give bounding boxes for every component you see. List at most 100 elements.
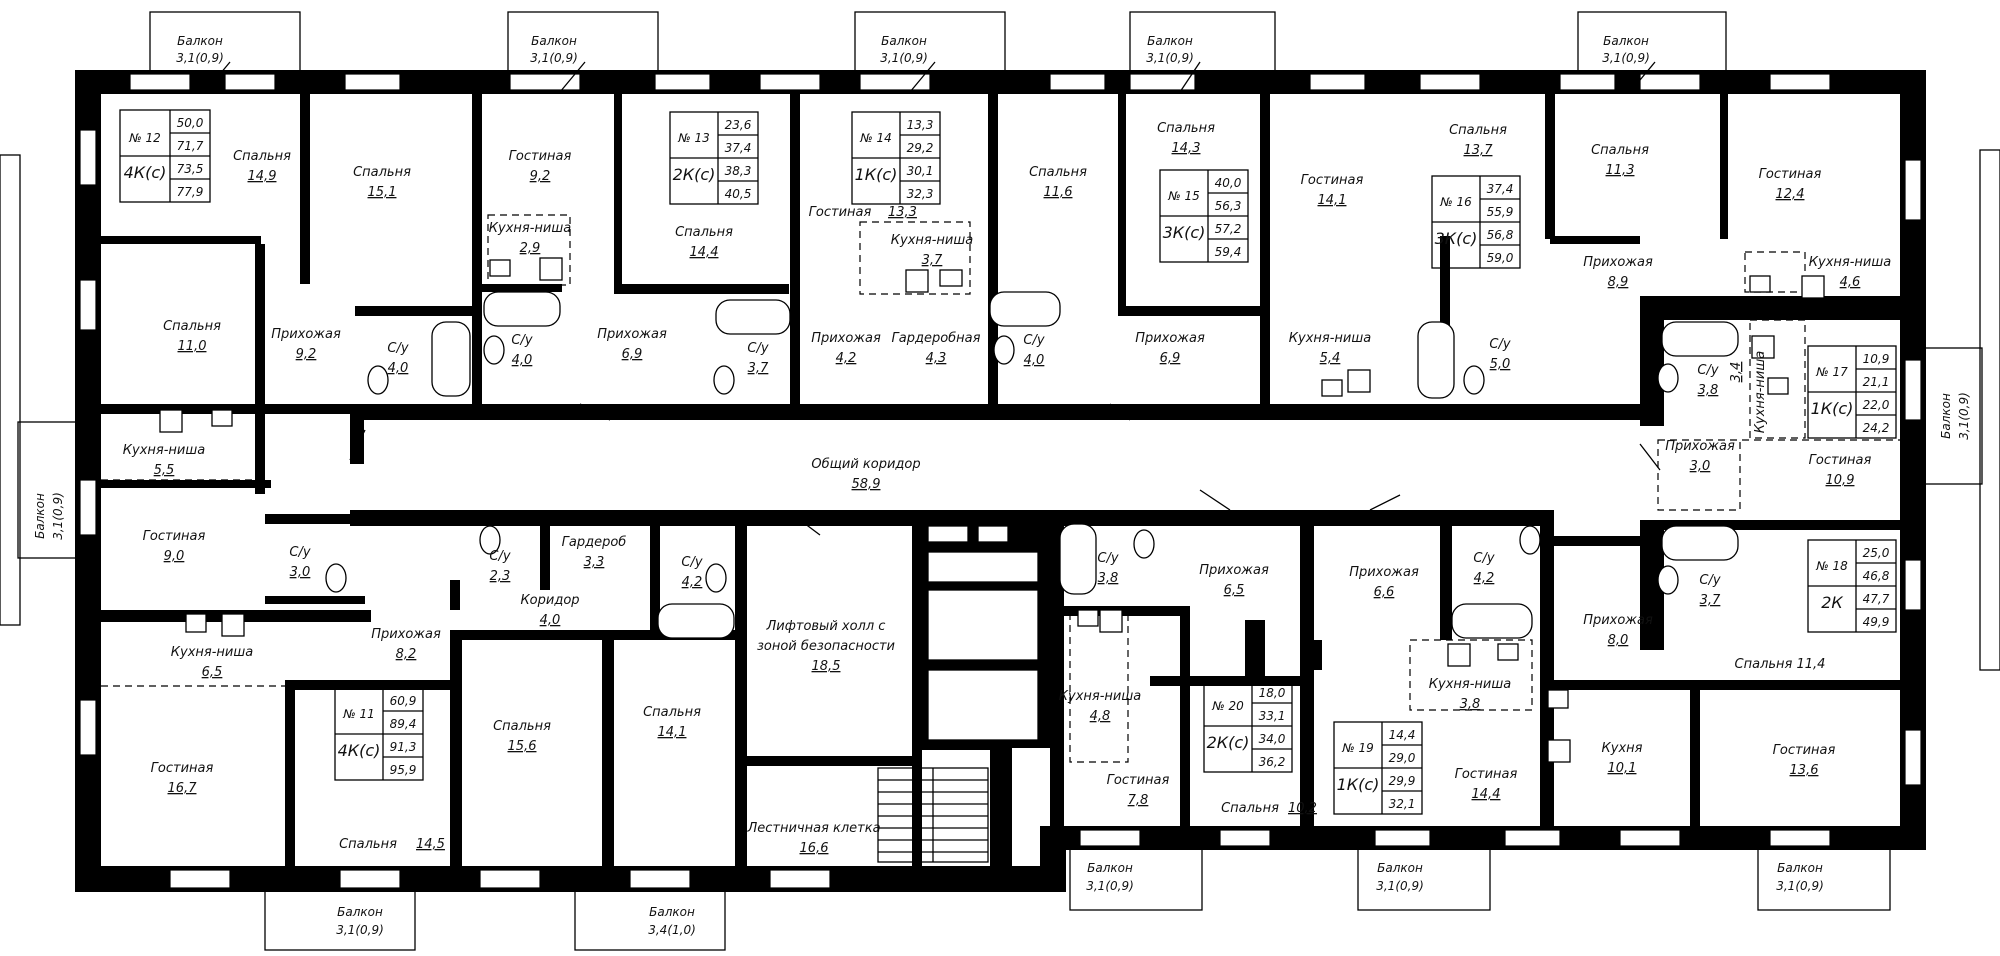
- room-name: Коридор: [520, 593, 579, 608]
- apartment-card-20: № 20 2К(с) 18,0 33,1 34,0 36,2: [1203, 679, 1293, 773]
- apartment-area: 73,5: [177, 162, 204, 176]
- room-area: 13,7: [1464, 143, 1494, 158]
- room-area: 14,3: [1172, 141, 1201, 156]
- room-area: 16,6: [800, 841, 829, 856]
- room-area: 14,1: [1318, 193, 1347, 208]
- room-area: 8,0: [1608, 633, 1629, 648]
- room-name: Кухня-ниша: [489, 221, 571, 236]
- balcony-name: Балкон: [1777, 861, 1823, 875]
- windows: [79, 73, 1922, 889]
- room-name: Прихожая: [371, 627, 441, 642]
- apartment-type: 4К(с): [124, 163, 167, 182]
- dashed-zones: [101, 214, 1900, 763]
- room-name: Спальня: [163, 319, 221, 334]
- room-area: 5,5: [154, 463, 175, 478]
- room-area: 13,6: [1790, 763, 1819, 778]
- room-name: Кухня-ниша: [1059, 689, 1141, 704]
- room-area: 5,4: [1320, 351, 1341, 366]
- balcony-area: 3,1(0,9): [1776, 879, 1824, 893]
- room-name: Гостиная: [509, 149, 572, 164]
- apartment-type: 4К(с): [338, 741, 381, 760]
- room-name: С/у: [1489, 337, 1510, 352]
- room-area: 10,9: [1826, 473, 1855, 488]
- room-name: Спальня: [1221, 801, 1279, 816]
- apartment-number: № 20: [1211, 699, 1244, 713]
- room-area: 3,0: [290, 565, 311, 580]
- room-name: Спальня: [233, 149, 291, 164]
- balcony-name: Балкон: [1147, 34, 1193, 48]
- room-area: 2,3: [490, 569, 511, 584]
- room-name: Прихожая: [1199, 563, 1269, 578]
- balcony-area: 3,1(0,9): [880, 51, 928, 65]
- apartment-area: 57,2: [1215, 222, 1242, 236]
- room-area: 4,8: [1090, 709, 1111, 724]
- room-area: 15,6: [508, 739, 537, 754]
- room-area: 6,6: [1374, 585, 1395, 600]
- room-area: 4,2: [682, 575, 703, 590]
- room-area: 14,9: [248, 169, 277, 184]
- apartment-area: 22,0: [1863, 398, 1890, 412]
- apartment-type: 1К(с): [1337, 775, 1380, 794]
- room-area: 11,0: [178, 339, 207, 354]
- apartment-number: № 14: [859, 131, 892, 145]
- room-name: С/у: [289, 545, 310, 560]
- apartment-number: № 13: [677, 131, 710, 145]
- room-area: 4,3: [926, 351, 947, 366]
- room-area: 4,2: [1474, 571, 1495, 586]
- apartment-area: 71,7: [177, 139, 204, 153]
- room-name: Спальня: [353, 165, 411, 180]
- room-area: 6,9: [622, 347, 643, 362]
- room-name: Гостиная: [1773, 743, 1836, 758]
- apartment-area: 18,0: [1259, 686, 1286, 700]
- apartment-area: 46,8: [1863, 569, 1890, 583]
- room-name: Спальня: [1029, 165, 1087, 180]
- room-name: Прихожая: [271, 327, 341, 342]
- apartment-area: 25,0: [1863, 546, 1890, 560]
- room-name: С/у: [681, 555, 702, 570]
- room-area: 9,0: [164, 549, 185, 564]
- room-name: зоной безопасности: [757, 639, 895, 654]
- balcony-name: Балкон: [881, 34, 927, 48]
- balcony-name: Балкон: [337, 905, 383, 919]
- apartment-type: 1К(с): [1811, 399, 1854, 418]
- apartment-type: 1К(с): [855, 165, 898, 184]
- room-area: 14,5: [416, 837, 445, 852]
- room-name: Спальня: [1449, 123, 1507, 138]
- apartment-type: 2К(с): [1207, 733, 1250, 752]
- room-name: С/у: [387, 341, 408, 356]
- room-name: Прихожая: [1665, 439, 1735, 454]
- apartment-area: 50,0: [177, 116, 204, 130]
- room-name: Кухня-ниша: [1809, 255, 1891, 270]
- room-name: С/у: [1023, 333, 1044, 348]
- room-area: 3,7: [748, 361, 769, 376]
- apartment-card-13: № 13 2К(с) 23,6 37,4 38,3 40,5: [669, 111, 759, 205]
- apartment-area: 59,4: [1215, 245, 1242, 259]
- balcony-area: 3,1(0,9): [1376, 879, 1424, 893]
- room-area: 14,4: [690, 245, 719, 260]
- balcony-name: Балкон: [1603, 34, 1649, 48]
- balcony-name: Балкон: [177, 34, 223, 48]
- apartment-type: 3К(с): [1163, 223, 1206, 242]
- room-area: 9,2: [530, 169, 551, 184]
- room-area: 3,7: [1700, 593, 1721, 608]
- apartment-area: 89,4: [390, 717, 417, 731]
- room-area: 4,2: [836, 351, 857, 366]
- balcony-area: 3,4(1,0): [648, 923, 696, 937]
- apartment-area: 37,4: [1487, 182, 1514, 196]
- room-name: Кухня-ниша: [1289, 331, 1371, 346]
- room-name: Прихожая: [811, 331, 881, 346]
- balcony-area: 3,1(0,9): [176, 51, 224, 65]
- apartment-area: 49,9: [1863, 615, 1890, 629]
- room-area: 14,1: [658, 725, 687, 740]
- room-name: Прихожая: [1583, 613, 1653, 628]
- apartment-area: 33,1: [1259, 709, 1286, 723]
- room-area: 4,0: [388, 361, 409, 376]
- room-name: Кухня: [1602, 741, 1643, 756]
- room-name: С/у: [1699, 573, 1720, 588]
- apartment-area: 29,9: [1389, 774, 1416, 788]
- room-area: 14,4: [1472, 787, 1501, 802]
- apartment-card-17: № 17 1К(с) 10,9 21,1 22,0 24,2: [1807, 345, 1897, 439]
- room-name: Гостиная: [809, 205, 872, 220]
- room-name: Гостиная: [151, 761, 214, 776]
- apartment-number: № 11: [342, 707, 375, 721]
